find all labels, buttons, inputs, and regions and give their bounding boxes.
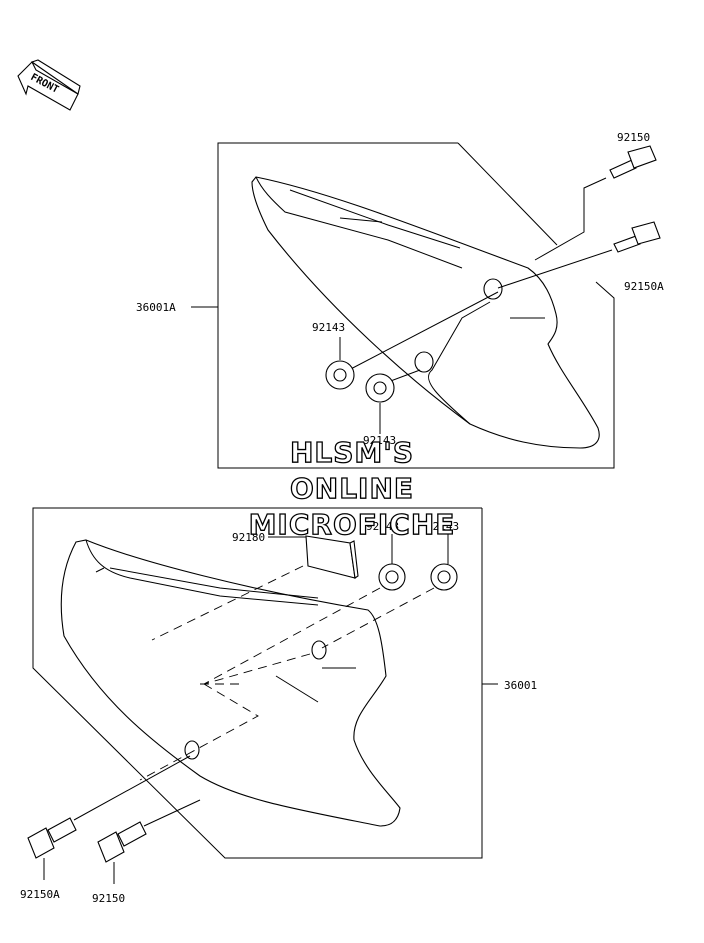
label-36001a: 36001A xyxy=(136,301,176,314)
label-92143-lower-2: 92143 xyxy=(426,520,459,533)
label-92143-upper-2: 92143 xyxy=(363,434,396,447)
label-92150-top: 92150 xyxy=(617,131,650,144)
grommet-upper-2-icon xyxy=(365,373,395,403)
watermark-line-1: HLSM'S xyxy=(290,436,414,469)
bolt-92150-top-icon xyxy=(609,145,657,179)
pad-92180-icon xyxy=(305,535,359,579)
grommet-upper-1-icon xyxy=(325,360,355,390)
grommet-lower-1-icon xyxy=(378,563,406,591)
watermark-line-2: ONLINE xyxy=(290,472,414,505)
upper-side-cover xyxy=(251,176,600,449)
front-arrow-icon: FRONT xyxy=(17,59,81,111)
bolt-92150a-bottom-icon xyxy=(27,817,77,859)
upper-frame xyxy=(217,142,615,469)
lower-side-cover xyxy=(60,539,401,827)
label-36001: 36001 xyxy=(504,679,537,692)
grommet-lower-2-icon xyxy=(430,563,458,591)
label-92150-bottom: 92150 xyxy=(92,892,125,905)
label-92150a-bottom: 92150A xyxy=(20,888,60,901)
label-92143-upper-1: 92143 xyxy=(312,321,345,334)
bolt-92150a-top-icon xyxy=(613,221,661,253)
lower-frame xyxy=(32,507,483,859)
bolt-92150-bottom-icon xyxy=(97,821,147,863)
watermark-line-3: MICROFICHE xyxy=(249,508,456,541)
label-92150a-top: 92150A xyxy=(624,280,664,293)
label-92180: 92180 xyxy=(232,531,265,544)
label-92143-lower-1: 92143 xyxy=(366,520,399,533)
